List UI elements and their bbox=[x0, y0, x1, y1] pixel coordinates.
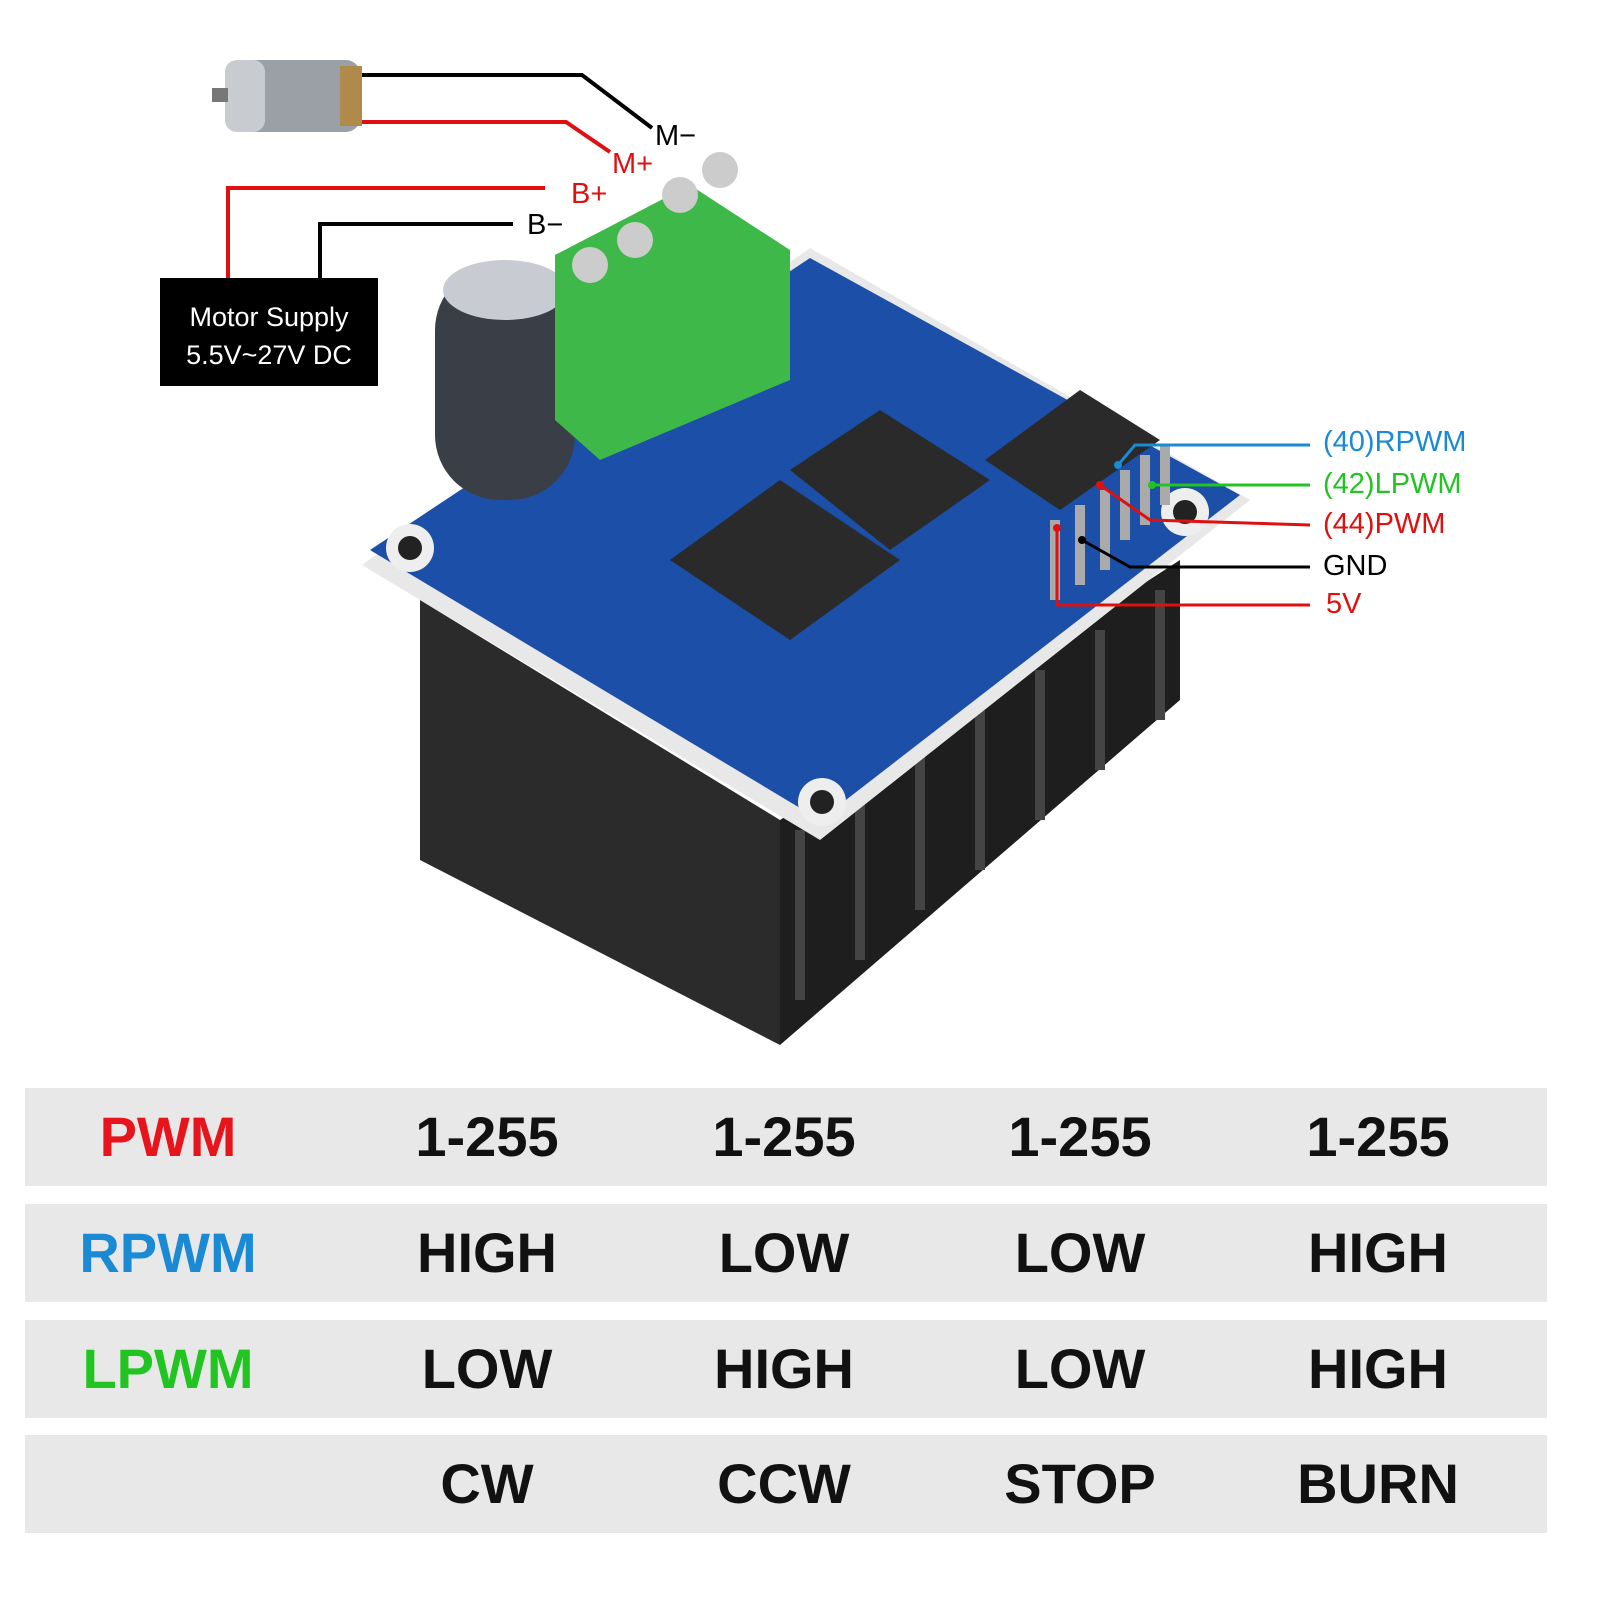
pin-label-5v: 5V bbox=[1326, 588, 1362, 620]
chip-74hc244 bbox=[985, 390, 1160, 510]
label-b-plus: B+ bbox=[571, 178, 608, 210]
table-cell: 1-255 bbox=[415, 1105, 559, 1168]
table-cell: STOP bbox=[1004, 1452, 1156, 1515]
row-label: LPWM bbox=[82, 1337, 254, 1400]
table-cell: HIGH bbox=[714, 1337, 854, 1400]
capacitor bbox=[435, 260, 575, 500]
table-cell: LOW bbox=[421, 1337, 553, 1400]
table-cell: 1-255 bbox=[1306, 1105, 1450, 1168]
table-cell: BURN bbox=[1297, 1452, 1459, 1515]
table-cell: HIGH bbox=[1308, 1221, 1448, 1284]
supply-voltage: 5.5V~27V DC bbox=[186, 340, 352, 370]
supply-title: Motor Supply bbox=[189, 302, 349, 332]
pin-label-lpwm: (42)LPWM bbox=[1323, 468, 1462, 500]
table-row-pwm: PWM 1-255 1-255 1-255 1-255 bbox=[25, 1088, 1547, 1186]
row-label: RPWM bbox=[79, 1221, 257, 1284]
wire-m-plus bbox=[362, 120, 612, 154]
table-cell: LOW bbox=[718, 1221, 850, 1284]
table-row-direction: CW CCW STOP BURN bbox=[25, 1435, 1547, 1533]
label-m-minus: M− bbox=[655, 120, 697, 152]
heatsink bbox=[420, 560, 1180, 1045]
motor-supply-box: Motor Supply 5.5V~27V DC bbox=[160, 278, 378, 386]
header-pins bbox=[1050, 445, 1170, 600]
table-cell: HIGH bbox=[417, 1221, 557, 1284]
pin-label-rpwm: (40)RPWM bbox=[1323, 426, 1467, 458]
row-label: PWM bbox=[99, 1105, 237, 1168]
table-cell: CW bbox=[440, 1452, 534, 1515]
table-cell: LOW bbox=[1014, 1221, 1146, 1284]
board-illustration bbox=[212, 60, 1311, 1045]
table-cell: HIGH bbox=[1308, 1337, 1448, 1400]
table-cell: 1-255 bbox=[712, 1105, 856, 1168]
table-row-lpwm: LPWM LOW HIGH LOW HIGH bbox=[25, 1320, 1547, 1418]
label-b-minus: B− bbox=[527, 209, 564, 241]
label-m-plus: M+ bbox=[612, 148, 654, 180]
table-cell: 1-255 bbox=[1008, 1105, 1152, 1168]
table-row-rpwm: RPWM HIGH LOW LOW HIGH bbox=[25, 1204, 1547, 1302]
terminal-block bbox=[555, 152, 790, 460]
wire-m-minus bbox=[362, 73, 654, 130]
chip-btn7960-2 bbox=[790, 410, 990, 550]
wire-b-minus bbox=[318, 222, 513, 278]
table-cell: CCW bbox=[717, 1452, 851, 1515]
motor-icon bbox=[212, 60, 362, 132]
pin-label-gnd: GND bbox=[1323, 550, 1388, 582]
chip-btn7960-1 bbox=[670, 480, 900, 640]
table-cell: LOW bbox=[1014, 1337, 1146, 1400]
pin-label-pwm: (44)PWM bbox=[1323, 508, 1446, 540]
wire-b-plus bbox=[226, 186, 545, 278]
